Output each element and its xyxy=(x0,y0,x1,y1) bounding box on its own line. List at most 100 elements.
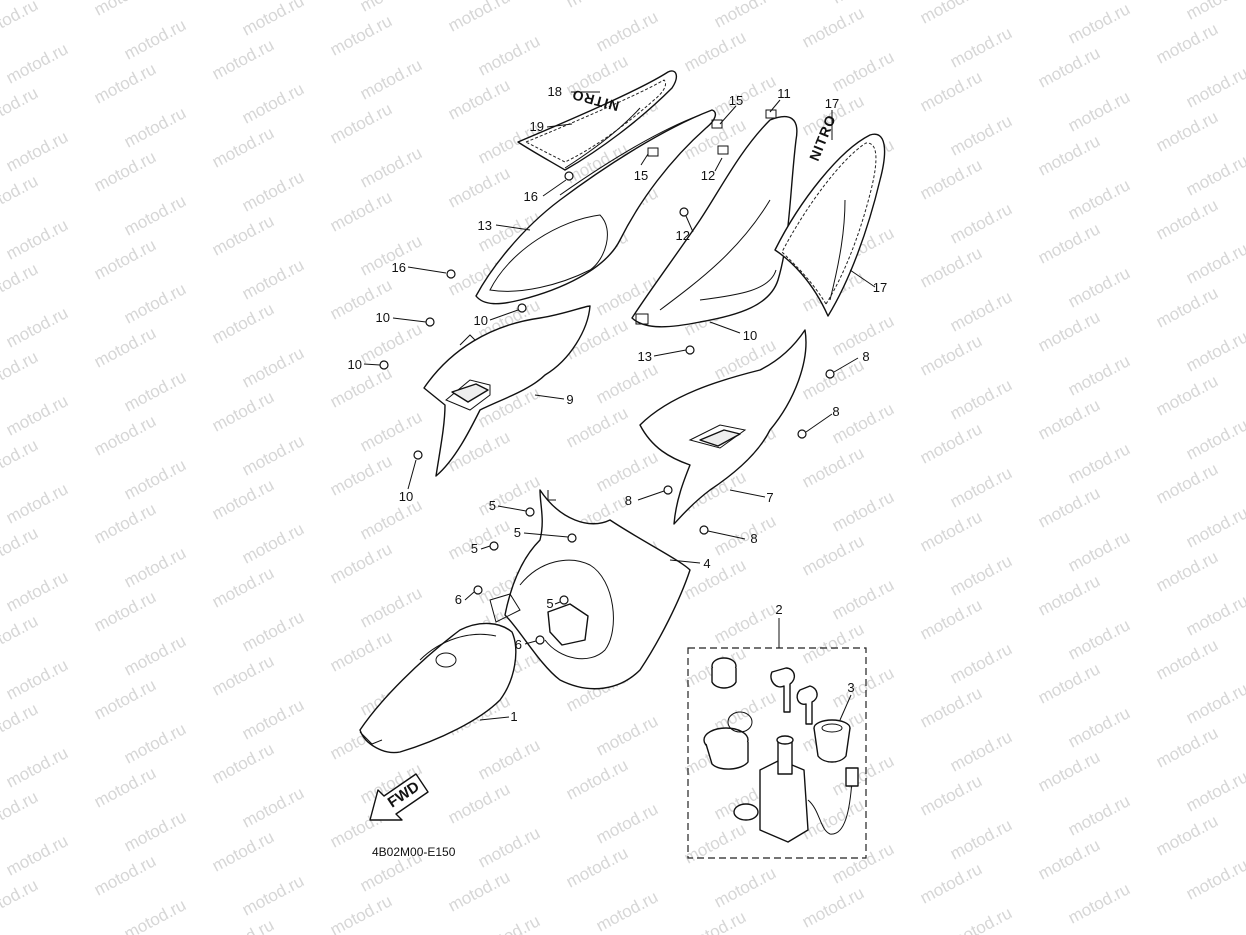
watermark-text: motod.ru xyxy=(209,35,277,83)
watermark-text: motod.ru xyxy=(0,0,41,44)
watermark-text: motod.ru xyxy=(0,611,41,659)
watermark-text: motod.ru xyxy=(475,31,543,79)
watermark-text: motod.ru xyxy=(1153,547,1221,595)
watermark-text: motod.ru xyxy=(947,903,1015,935)
callout-16-left: 16 xyxy=(392,260,406,275)
watermark-text: motod.ru xyxy=(91,323,159,371)
watermark-text: motod.ru xyxy=(121,719,189,767)
watermark-text: motod.ru xyxy=(1183,327,1246,375)
watermark-text: motod.ru xyxy=(917,419,985,467)
watermark-text: motod.ru xyxy=(91,763,159,811)
bolt-13b xyxy=(685,345,695,355)
watermark-text: motod.ru xyxy=(799,619,867,667)
watermark-text: motod.ru xyxy=(239,695,307,743)
callout-10-left: 10 xyxy=(348,357,362,372)
watermark-text: motod.ru xyxy=(1183,239,1246,287)
watermark-text: motod.ru xyxy=(3,303,71,351)
watermark-text: motod.ru xyxy=(445,867,513,915)
watermark-text: motod.ru xyxy=(209,563,277,611)
watermark-text: motod.ru xyxy=(829,839,897,887)
bolt-16b xyxy=(446,269,456,279)
watermark-text: motod.ru xyxy=(681,907,749,935)
watermark-text: motod.ru xyxy=(209,299,277,347)
callout-5-inner: 5 xyxy=(546,596,553,611)
watermark-text: motod.ru xyxy=(1035,835,1103,883)
watermark-text: motod.ru xyxy=(357,143,425,191)
watermark-text: motod.ru xyxy=(121,807,189,855)
watermark-text: motod.ru xyxy=(711,511,779,559)
watermark-text: motod.ru xyxy=(1183,855,1246,903)
inner-fender-4 xyxy=(489,489,691,690)
watermark-text: motod.ru xyxy=(947,727,1015,775)
watermark-text: motod.ru xyxy=(445,515,513,563)
bolt-10b xyxy=(517,303,527,313)
callout-17-left: 18 xyxy=(548,84,562,99)
callout-13-top: 12 xyxy=(676,228,690,243)
watermark-text: motod.ru xyxy=(1065,87,1133,135)
watermark-text: motod.ru xyxy=(711,599,779,647)
watermark-text: motod.ru xyxy=(239,79,307,127)
watermark-text: motod.ru xyxy=(593,7,661,55)
watermark-text: motod.ru xyxy=(1153,195,1221,243)
watermark-text: motod.ru xyxy=(475,911,543,935)
callout-labels: 18 19 15 11 17 15 12 16 12 13 16 17 10 1… xyxy=(348,84,888,724)
watermark-text: motod.ru xyxy=(0,523,41,571)
watermark-text: motod.ru xyxy=(121,543,189,591)
watermark-text: motod.ru xyxy=(0,699,41,747)
watermark-text: motod.ru xyxy=(917,859,985,907)
fastener-group xyxy=(379,171,835,645)
watermark-text: motod.ru xyxy=(563,403,631,451)
callout-17-right: 17 xyxy=(825,96,839,111)
watermark-text: motod.ru xyxy=(91,587,159,635)
watermark-text: motod.ru xyxy=(681,27,749,75)
watermark-text: motod.ru xyxy=(239,519,307,567)
watermark-text: motod.ru xyxy=(947,551,1015,599)
watermark-text: motod.ru xyxy=(445,75,513,123)
watermark-text: motod.ru xyxy=(917,331,985,379)
watermark-text: motod.ru xyxy=(357,0,425,16)
watermark-text: motod.ru xyxy=(947,639,1015,687)
watermark-text: motod.ru xyxy=(121,279,189,327)
watermark-text: motod.ru xyxy=(829,663,897,711)
watermark-text: motod.ru xyxy=(327,451,395,499)
side-cover-11 xyxy=(631,109,798,328)
callout-11: 10 xyxy=(743,328,757,343)
callout-15-mid: 15 xyxy=(634,168,648,183)
watermark-text: motod.ru xyxy=(91,499,159,547)
watermark-text: motod.ru xyxy=(357,319,425,367)
watermark-text: motod.ru xyxy=(1065,175,1133,223)
watermark-text: motod.ru xyxy=(593,887,661,935)
watermark-text: motod.ru xyxy=(563,843,631,891)
watermark-text: motod.ru xyxy=(1065,879,1133,927)
watermark-text: motod.ru xyxy=(829,575,897,623)
watermark-text: motod.ru xyxy=(91,147,159,195)
watermark-text: motod.ru xyxy=(0,171,41,219)
watermark-text: motod.ru xyxy=(1035,747,1103,795)
watermark-text: motod.ru xyxy=(3,655,71,703)
watermark-text: motod.ru xyxy=(1065,439,1133,487)
watermark-text: motod.ru xyxy=(1065,791,1133,839)
watermark-text: motod.ru xyxy=(947,23,1015,71)
watermark-text: motod.ru xyxy=(1035,395,1103,443)
watermark-text: motod.ru xyxy=(829,47,897,95)
watermark-text: motod.ru xyxy=(947,463,1015,511)
fwd-arrow xyxy=(369,773,429,821)
watermark-text: motod.ru xyxy=(209,651,277,699)
watermark-text: motod.ru xyxy=(917,683,985,731)
bolt-10a xyxy=(425,317,435,327)
watermark-text: motod.ru xyxy=(327,627,395,675)
watermark-text: motod.ru xyxy=(327,891,395,935)
watermark-text: motod.ru xyxy=(1153,459,1221,507)
watermark-text: motod.ru xyxy=(1065,527,1133,575)
watermark-text: motod.ru xyxy=(799,3,867,51)
watermark-text: motod.ru xyxy=(1183,767,1246,815)
watermark-text: motod.ru xyxy=(209,387,277,435)
bolt-10c xyxy=(379,360,389,370)
watermark-text: motod.ru xyxy=(829,0,897,8)
watermark-text: motod.ru xyxy=(3,831,71,879)
side-cover-14 xyxy=(475,109,723,305)
watermark-text: motod.ru xyxy=(1153,107,1221,155)
watermark-text: motod.ru xyxy=(1065,615,1133,663)
watermark-text: motod.ru xyxy=(947,375,1015,423)
watermark-text: motod.ru xyxy=(799,355,867,403)
